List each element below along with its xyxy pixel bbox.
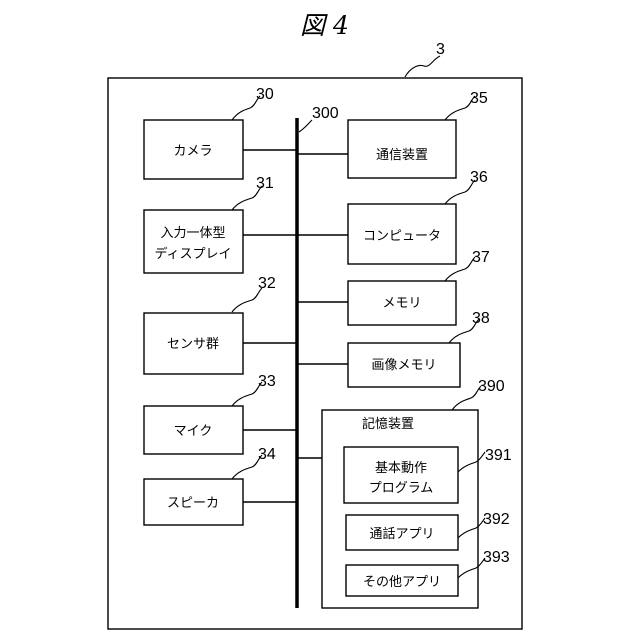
- device-ref: 3: [436, 41, 445, 58]
- block-call-app: 通話アプリ 392: [346, 511, 510, 550]
- bus-leader-line: [299, 120, 312, 132]
- block-other-apps-ref: 393: [483, 549, 510, 566]
- block-sensors: センサ群 32: [144, 275, 297, 374]
- block-microphone: マイク 33: [144, 373, 297, 454]
- block-image-memory-ref: 38: [472, 310, 490, 327]
- block-computer: コンピュータ 36: [297, 169, 488, 264]
- block-camera-label: カメラ: [173, 144, 212, 159]
- block-sensors-ref: 32: [258, 275, 276, 292]
- block-touch-display-ref: 31: [256, 175, 274, 192]
- block-computer-ref: 36: [470, 169, 488, 186]
- block-call-app-label: 通話アプリ: [369, 526, 434, 542]
- block-computer-label: コンピュータ: [363, 229, 441, 244]
- block-microphone-ref: 33: [258, 373, 276, 390]
- block-base-program: 基本動作 プログラム 391: [344, 447, 512, 503]
- figure-title: 図 4: [300, 11, 349, 40]
- block-camera-ref: 30: [256, 86, 274, 103]
- block-memory-label: メモリ: [382, 296, 421, 311]
- device-leader-line: [405, 56, 440, 77]
- block-communication-ref: 35: [470, 90, 488, 107]
- block-touch-display-label-2: ディスプレイ: [154, 246, 231, 262]
- block-base-program-label-1: 基本動作: [375, 461, 427, 476]
- block-storage-label: 記憶装置: [362, 416, 414, 432]
- block-speaker: スピーカ 34: [144, 446, 297, 525]
- block-call-app-ref: 392: [483, 511, 510, 528]
- block-touch-display: 入力一体型 ディスプレイ 31: [144, 175, 297, 273]
- block-storage: 記憶装置 390 基本動作 プログラム 391 通話アプリ 392 その他アプリ…: [297, 378, 512, 608]
- block-memory-ref: 37: [472, 249, 490, 266]
- block-camera: カメラ 30: [144, 86, 297, 179]
- block-image-memory-label: 画像メモリ: [371, 358, 436, 373]
- block-sensors-label: センサ群: [167, 337, 219, 352]
- bus-ref: 300: [312, 105, 339, 122]
- block-storage-ref: 390: [478, 378, 505, 395]
- block-base-program-ref: 391: [485, 447, 512, 464]
- block-speaker-ref: 34: [258, 446, 276, 463]
- block-speaker-label: スピーカ: [167, 496, 219, 511]
- block-microphone-label: マイク: [174, 424, 213, 439]
- block-touch-display-label-1: 入力一体型: [160, 226, 225, 241]
- block-base-program-label-2: プログラム: [369, 481, 434, 496]
- block-other-apps-label: その他アプリ: [363, 575, 441, 590]
- block-communication-label: 通信装置: [376, 148, 428, 163]
- block-communication: 通信装置 35: [297, 90, 488, 178]
